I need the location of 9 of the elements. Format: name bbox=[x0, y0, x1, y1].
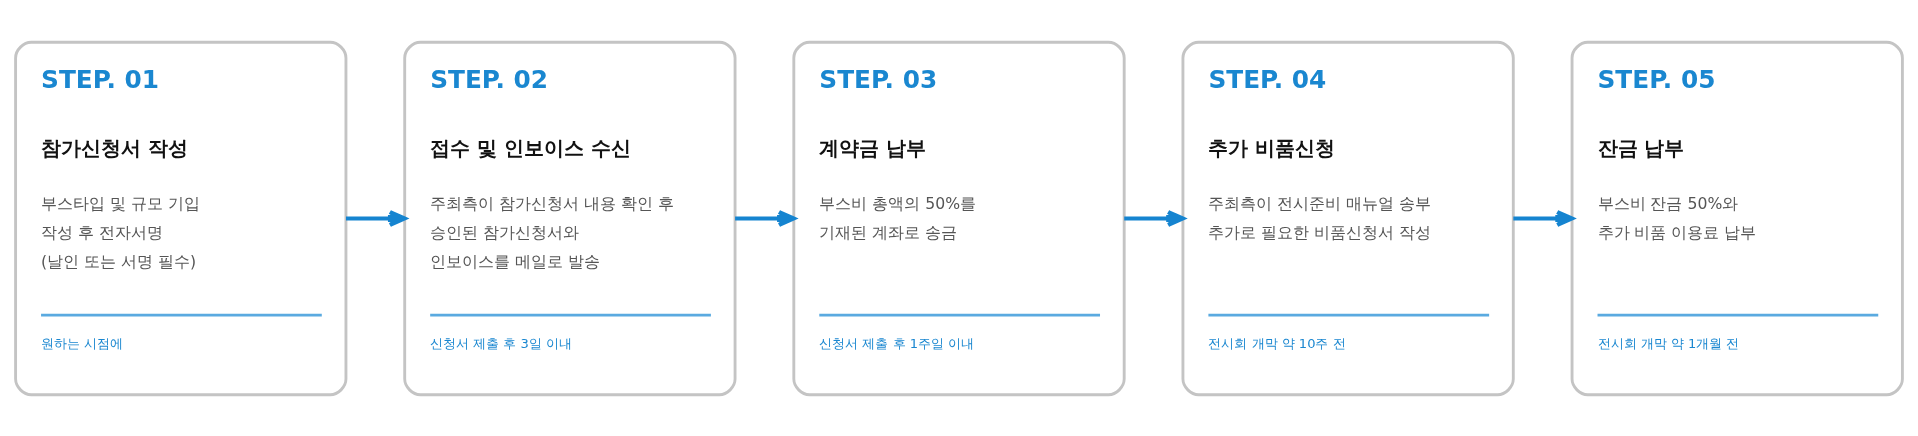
node-box: STEP. 04 추가 비품신청 주최측이 전시준비 매뉴얼 송부 추가로 필요한 비품신청서 작성 전시회 개막 약 10주 전 bbox=[1181, 40, 1515, 396]
node-box: STEP. 02 접수 및 인보이스 수신 주최측이 참가신청서 내용 확인 후 승인된 참가신청서와 인보이스를 메일로 발송 신청서 제출 후 3일 이내 bbox=[403, 40, 737, 396]
arrow bbox=[346, 209, 407, 227]
node-box: STEP. 01 참가신청서 작성 부스타입 및 규모 기입 작성 후 전자서명 (날인 또는 서명 필수) 원하는 시점에 bbox=[14, 40, 348, 396]
arrow bbox=[1513, 209, 1574, 227]
node-box: STEP. 03 계약금 납부 부스비 총액의 50%를 기재된 계좌로 송금 신청서 제출 후 1주일 이내 bbox=[792, 40, 1126, 396]
arrow bbox=[1124, 209, 1185, 227]
arrow bbox=[735, 209, 796, 227]
node-box: STEP. 05 잔금 납부 부스비 잔금 50%와 추가 비품 이용료 납부 전시회 개막 약 1개월 전 bbox=[1570, 40, 1904, 396]
